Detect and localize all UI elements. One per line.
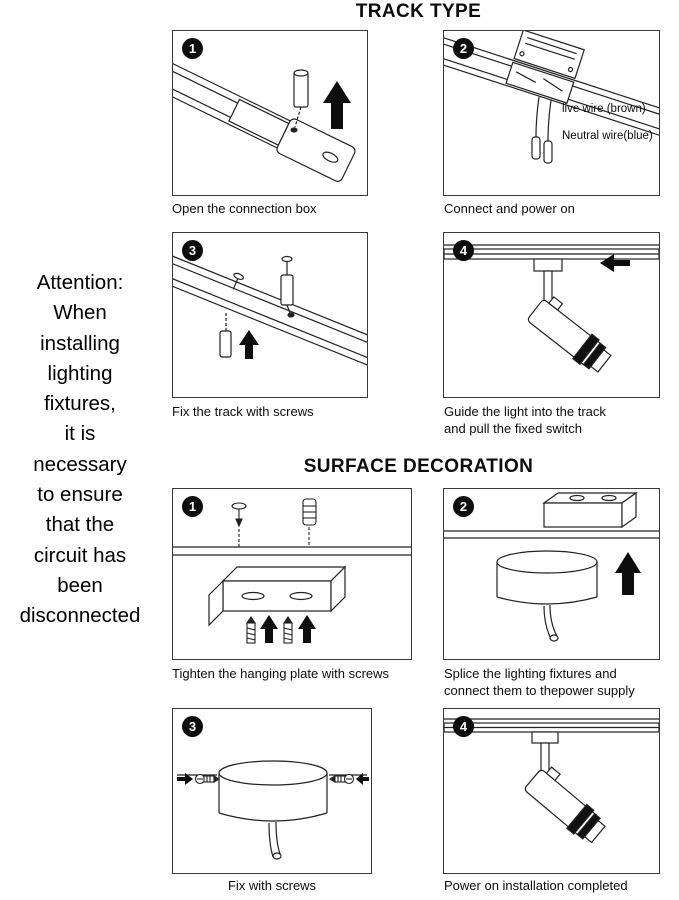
up-arrow-icon — [323, 81, 351, 129]
step-panel-track-3: 3 — [172, 232, 368, 398]
illustration-open-connection-box — [173, 44, 356, 182]
section-title-surface-decoration: SURFACE DECORATION — [303, 456, 534, 477]
step-caption-surface-2: Splice the lighting fixtures and connect… — [444, 666, 635, 698]
canopy — [496, 550, 598, 642]
step-number-badge: 2 — [453, 38, 474, 59]
step-caption-surface-1: Tighten the hanging plate with screws — [172, 666, 390, 681]
step-number-badge: 2 — [453, 496, 474, 517]
step-caption-track-3: Fix the track with screws — [172, 404, 314, 419]
step-panel-surface-3: 3 — [172, 708, 372, 874]
screw-anchor-left — [219, 313, 232, 358]
step-caption-surface-4: Power on installation completed — [444, 878, 628, 893]
illustration-fix-screws — [177, 760, 369, 860]
up-arrow-icon — [239, 330, 259, 359]
illustration-guide-light — [444, 244, 659, 373]
step-panel-track-2: live wire (brown) Neutral wire(blue) 2 — [443, 30, 660, 196]
section-title-track-type: TRACK TYPE — [355, 1, 482, 22]
step-caption-track-4: Guide the light into the track and pull … — [444, 404, 606, 436]
step-number-badge: 4 — [453, 716, 474, 737]
hanging-wires — [531, 96, 553, 164]
screw — [282, 616, 294, 644]
illustration-fix-track — [173, 238, 367, 386]
live-wire-label: live wire (brown) — [562, 103, 646, 115]
spotlight-body — [527, 296, 612, 373]
step-number-badge: 3 — [182, 716, 203, 737]
up-arrow-icon — [260, 615, 278, 643]
left-arrow-icon — [600, 254, 630, 272]
hanging-plate — [208, 565, 347, 627]
screw-right — [328, 773, 369, 785]
illustration-hanging-plate — [173, 498, 411, 644]
step-number-badge: 1 — [182, 38, 203, 59]
spotlight-body — [524, 766, 606, 844]
step-caption-track-1: Open the connection box — [172, 201, 317, 216]
right-arrow-icon — [177, 773, 193, 785]
illustration-completed — [444, 718, 659, 844]
step-number-badge: 1 — [182, 496, 203, 517]
screw — [245, 616, 257, 644]
canopy — [218, 760, 328, 860]
screw-anchor-right — [280, 255, 295, 318]
up-arrow-icon — [298, 615, 316, 643]
screw-left — [177, 773, 221, 785]
step-panel-surface-1: 1 — [172, 488, 412, 660]
step-panel-track-4: 4 — [443, 232, 660, 398]
step-panel-track-1: 1 — [172, 30, 368, 196]
expansion-anchor — [302, 498, 317, 547]
step-number-badge: 3 — [182, 240, 203, 261]
left-arrow-icon — [356, 773, 369, 785]
step-panel-surface-4: 4 — [443, 708, 660, 874]
mounting-bracket — [542, 491, 638, 529]
pin-screw — [231, 502, 247, 547]
neutral-wire-label: Neutral wire(blue) — [562, 130, 653, 142]
attention-note: Attention: When installing lighting fixt… — [19, 271, 141, 628]
step-caption-track-2: Connect and power on — [444, 201, 575, 216]
step-number-badge: 4 — [453, 240, 474, 261]
step-caption-surface-3: Fix with screws — [227, 878, 317, 893]
up-arrow-icon — [615, 552, 641, 595]
step-panel-surface-2: 2 — [443, 488, 660, 660]
illustration-splice-fixture — [444, 491, 659, 642]
connector-pin — [290, 69, 309, 133]
